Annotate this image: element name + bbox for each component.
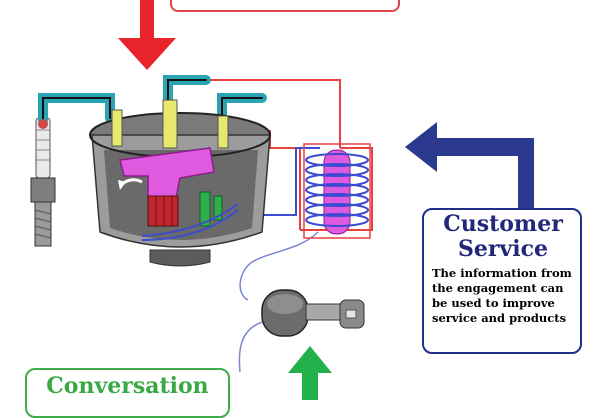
conversation-title: Conversation — [46, 373, 209, 399]
top-label-box — [170, 0, 400, 12]
ignition-diagram — [30, 0, 534, 400]
spark-plug — [30, 117, 56, 247]
ignition-coil — [303, 143, 371, 239]
ignition-key — [261, 289, 365, 337]
green-up-arrow — [288, 346, 332, 400]
conversation-card: Conversation — [25, 368, 230, 418]
customer-service-card: Customer Service The information from th… — [422, 208, 582, 354]
blue-turn-arrow — [405, 122, 534, 210]
red-down-arrow — [118, 0, 176, 70]
customer-service-title: Customer Service — [443, 211, 563, 262]
distributor — [89, 99, 271, 267]
customer-service-description: The information from the engagement can … — [432, 266, 572, 325]
